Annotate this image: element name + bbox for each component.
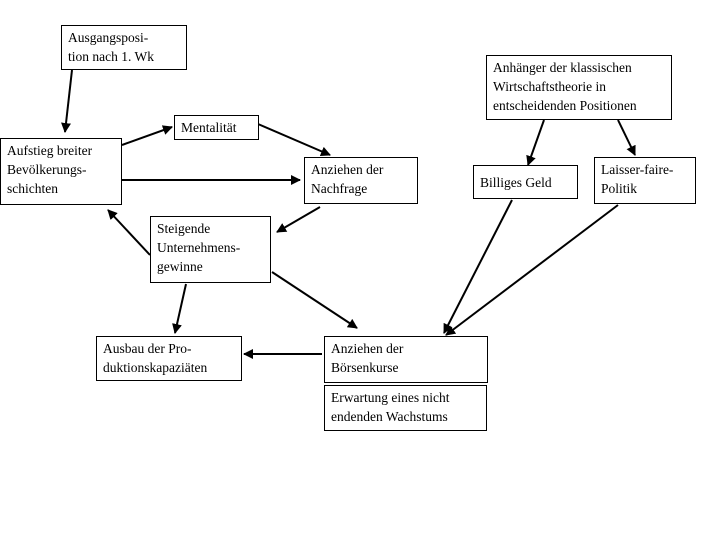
node-boersenkurse: Anziehen der Börsenkurse — [324, 336, 488, 383]
arrow-mentalitaet-to-nachfrage — [257, 123, 331, 157]
node-aufstieg: Aufstieg breiter Bevölkerungs- schichten — [0, 138, 122, 205]
arrow-gewinne-to-boersenkurse — [271, 271, 358, 329]
node-ausgangsposition: Ausgangsposi- tion nach 1. Wk — [61, 25, 187, 70]
arrow-billiges-geld-to-boersenkurse — [443, 199, 513, 334]
node-laisser-faire: Laisser-faire- Politik — [594, 157, 696, 204]
node-mentalitaet: Mentalität — [174, 115, 259, 140]
arrow-anhaenger-to-laisser-faire — [617, 119, 636, 156]
arrow-laisser-faire-to-boersenkurse — [445, 204, 619, 336]
node-anhaenger: Anhänger der klassischen Wirtschaftstheo… — [486, 55, 672, 120]
arrow-anhaenger-to-billiges-geld — [526, 119, 545, 166]
arrow-nachfrage-to-gewinne — [276, 206, 321, 233]
node-erwartung: Erwartung eines nicht endenden Wachstums — [324, 385, 487, 431]
arrow-aufstieg-to-mentalitaet — [121, 125, 173, 146]
node-nachfrage: Anziehen der Nachfrage — [304, 157, 418, 204]
arrow-ausgangsposition-to-aufstieg — [61, 69, 73, 133]
arrow-gewinne-to-ausbau — [172, 283, 187, 334]
node-gewinne: Steigende Unternehmens- gewinne — [150, 216, 271, 283]
node-ausbau: Ausbau der Pro- duktionskapaziäten — [96, 336, 242, 381]
node-billiges-geld: Billiges Geld — [473, 165, 578, 199]
arrow-gewinne-to-aufstieg — [107, 209, 151, 256]
